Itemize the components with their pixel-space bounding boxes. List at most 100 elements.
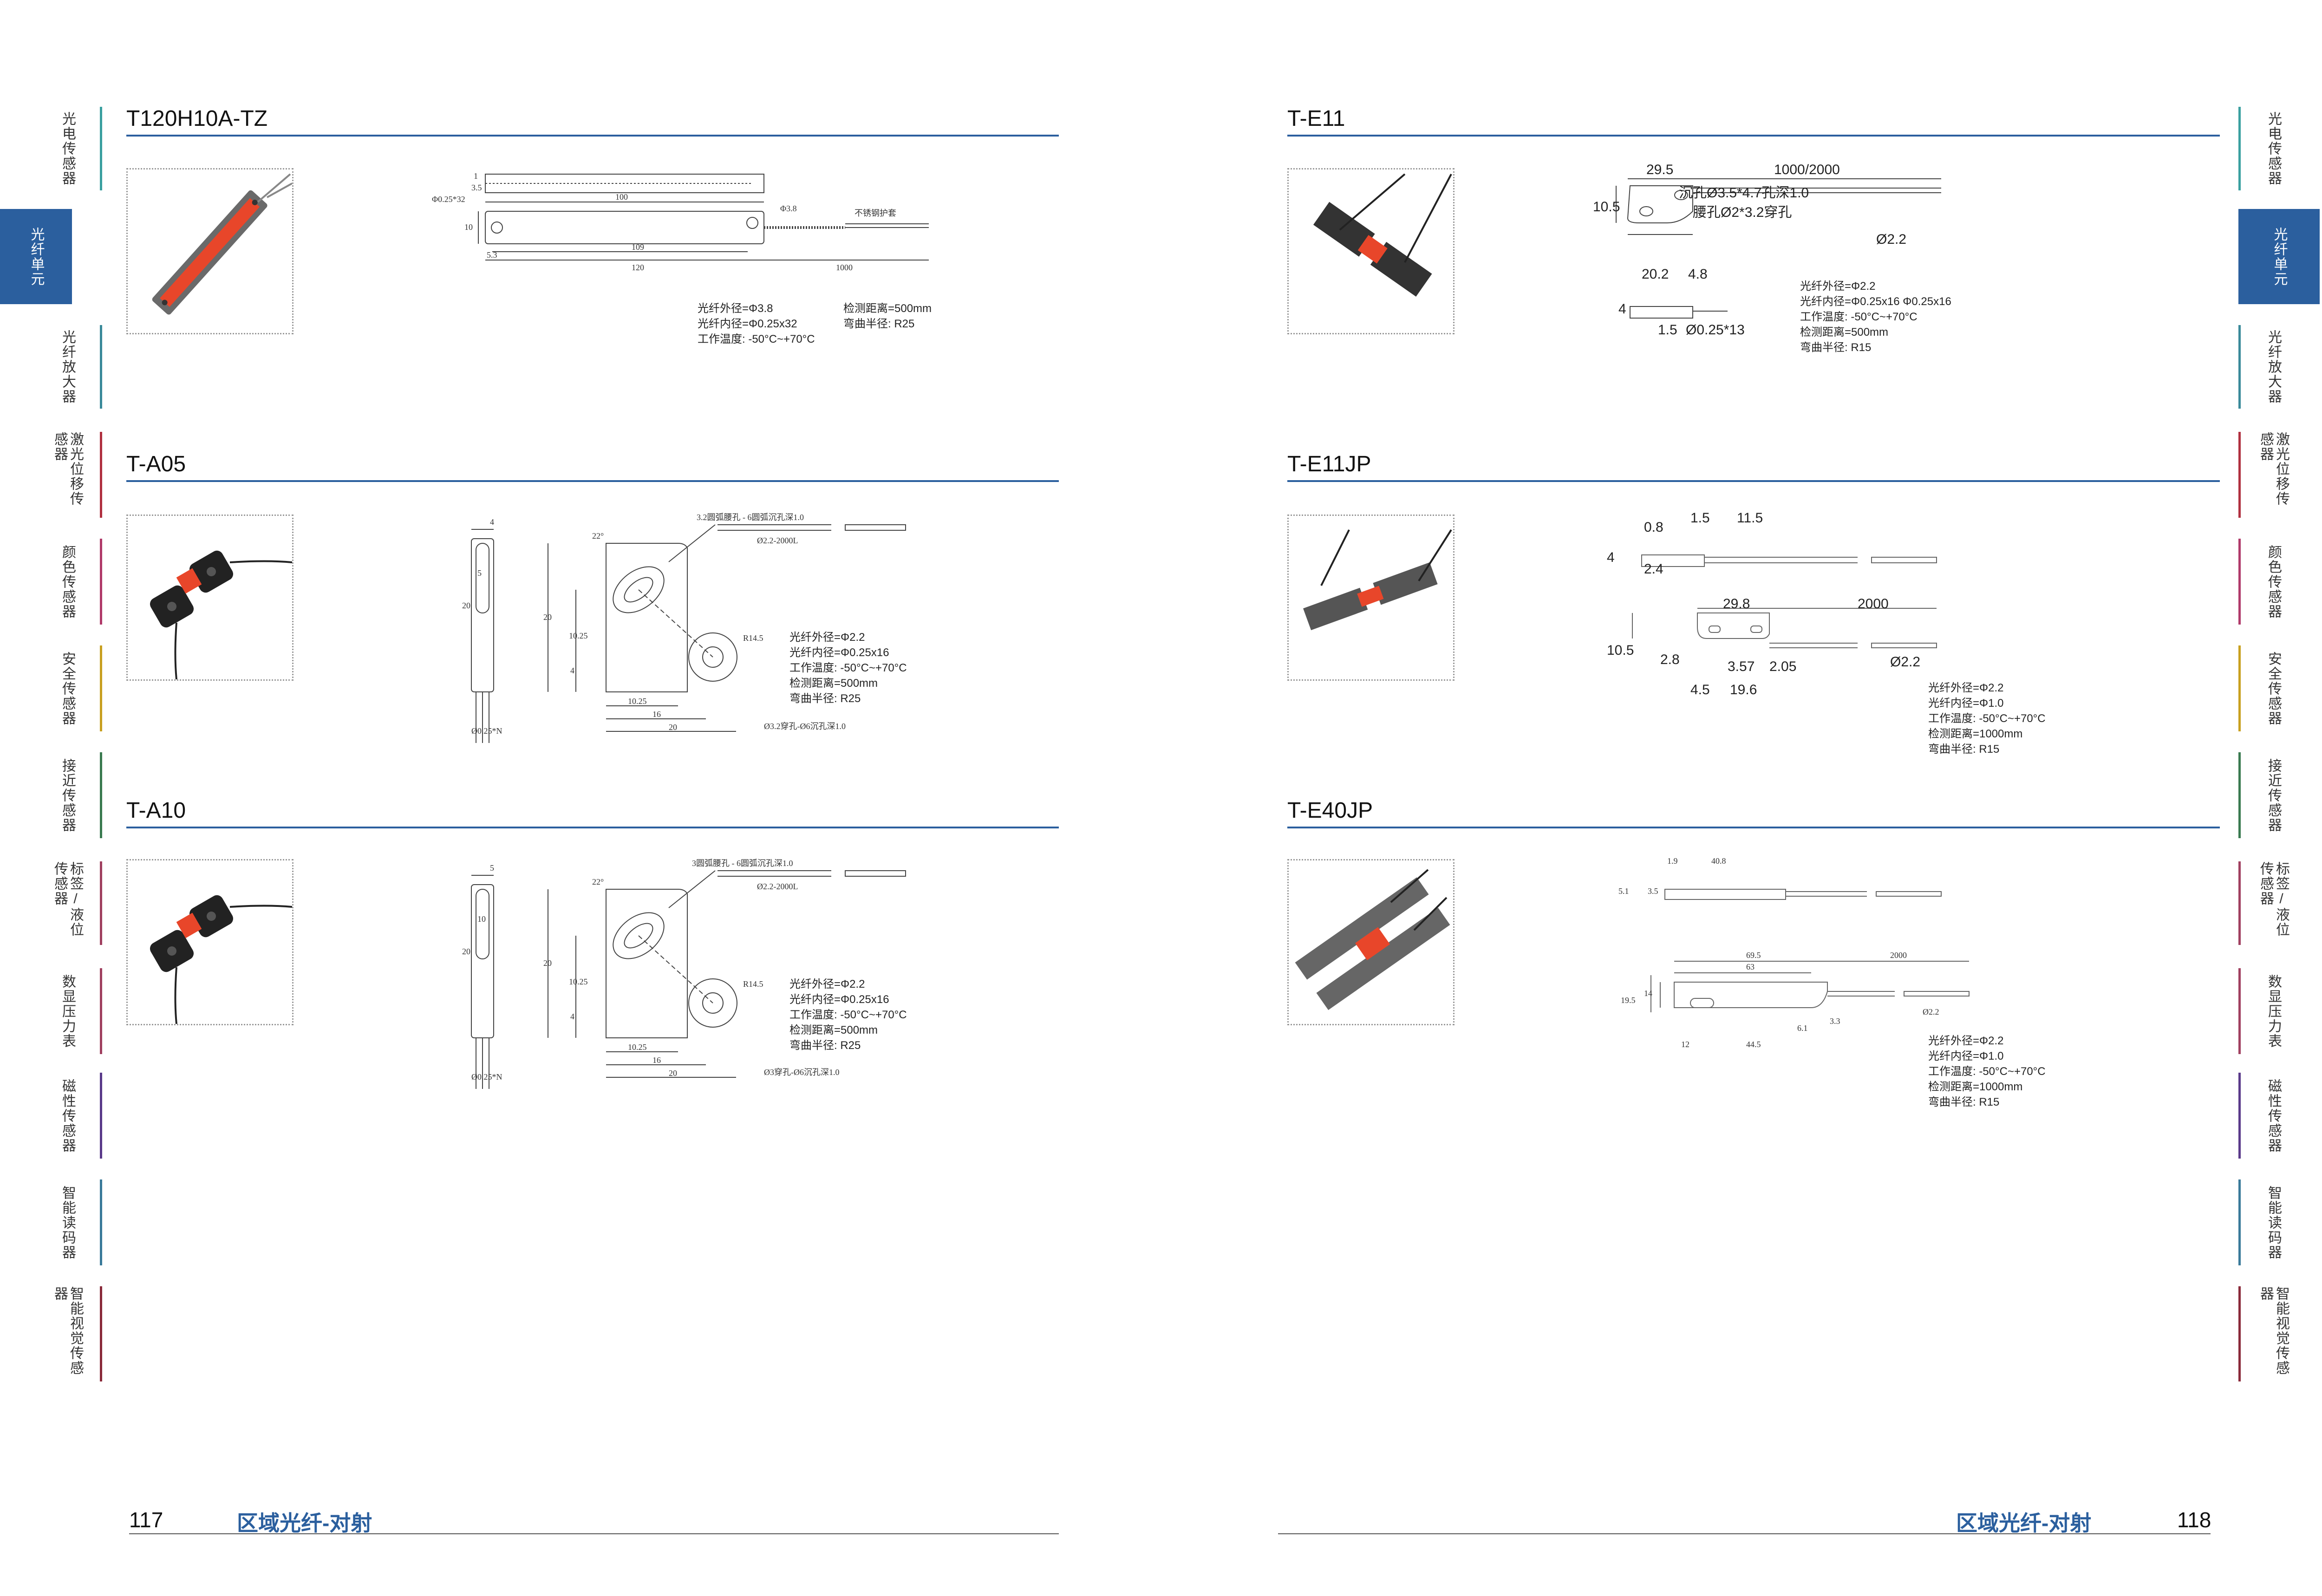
fiber-sensor-image [1313,173,1452,297]
svg-text:1: 1 [474,171,478,181]
svg-text:10: 10 [464,222,473,232]
side-tab-label: 光电传感器 [60,111,75,186]
svg-text:16: 16 [652,710,661,719]
side-tab-7[interactable]: 接近传感器 [2238,752,2308,838]
svg-text:4: 4 [1618,301,1626,317]
side-tab-2[interactable]: 光纤单元 [2238,209,2320,304]
drawing-t-a10: 5 10 20 20 22° 10.25 4 10.25 16 20 R14.5… [427,857,938,1094]
spec-list-t120h10a-tz-2: 检测距离=500mm 弯曲半径: R25 [843,302,932,330]
side-tab-11[interactable]: 智能读码器 [2238,1179,2308,1265]
svg-text:40.8: 40.8 [1711,856,1726,866]
side-tab-label: 安全传感器 [60,651,75,726]
side-tab-label: 颜色传感器 [60,544,75,619]
side-tab-5[interactable]: 颜色传感器 [33,539,102,625]
svg-text:2.4: 2.4 [1644,561,1663,577]
side-tab-10[interactable]: 磁性传感器 [33,1073,102,1159]
side-tab-11[interactable]: 智能读码器 [33,1179,102,1265]
product-photo-t-a10 [126,859,294,1025]
svg-text:1000: 1000 [836,263,853,272]
side-tab-2[interactable]: 光纤单元 [0,209,72,304]
product-photo-t-a05 [126,515,294,681]
svg-text:2.8: 2.8 [1660,652,1680,667]
side-tab-color-bar [2238,861,2241,945]
svg-text:4.5: 4.5 [1690,682,1710,697]
side-tab-4[interactable]: 激光位移传感器 [33,432,102,518]
svg-text:5: 5 [490,863,494,873]
section-rule [126,480,1059,482]
spec-list-t-a10: 光纤外径=Φ2.2 光纤内径=Φ0.25x16 工作温度: -50°C~+70°… [789,978,907,1052]
side-tab-label: 光纤单元 [2271,227,2287,287]
side-tab-color-bar [2238,539,2241,625]
svg-text:Ø2.2-2000L: Ø2.2-2000L [757,882,798,891]
svg-text:2000: 2000 [1858,596,1889,612]
side-tab-9[interactable]: 数显压力表 [33,968,102,1054]
svg-text:10.25: 10.25 [569,977,588,986]
side-tab-color-bar [100,1179,102,1265]
side-tab-4[interactable]: 激光位移传感器 [2238,432,2308,518]
side-tab-10[interactable]: 磁性传感器 [2238,1073,2308,1159]
section-title-t120h10a-tz: T120H10A-TZ [126,106,268,131]
side-tab-12[interactable]: 智能视觉传感器 [2238,1286,2308,1381]
svg-text:12: 12 [1681,1040,1689,1049]
side-tab-color-bar [100,1073,102,1159]
drawing-t-a05: 4 5 20 20 22° 10.25 4 10.25 16 20 R14.5 … [427,511,938,748]
side-tab-color-bar [2238,645,2241,731]
side-tab-label: 安全传感器 [2266,651,2281,726]
side-tab-label: 接近传感器 [60,758,75,833]
side-tab-3[interactable]: 光纤放大器 [33,325,102,409]
drawing-t120h10a-tz: 100 109 120 1000 10 Φ0.25*32 不锈钢护套 5.3 1… [427,163,961,283]
svg-text:4: 4 [570,666,574,675]
side-tab-6[interactable]: 安全传感器 [33,645,102,731]
spec-list-t-e11jp: 光纤外径=Φ2.2 光纤内径=Φ1.0 工作温度: -50°C~+70°C 检测… [1928,682,2046,756]
side-tab-5[interactable]: 颜色传感器 [2238,539,2308,625]
svg-text:Ø2.2: Ø2.2 [1923,1007,1939,1016]
side-tab-9[interactable]: 数显压力表 [2238,968,2308,1054]
section-rule [126,827,1059,828]
svg-text:5: 5 [477,568,482,578]
side-tab-7[interactable]: 接近传感器 [33,752,102,838]
section-rule [126,135,1059,137]
side-tab-8[interactable]: 标签/液位传感器 [2238,861,2308,945]
svg-text:20: 20 [462,601,470,610]
svg-text:69.5: 69.5 [1746,951,1761,960]
fiber-sensor-image [150,895,293,1024]
svg-text:不锈钢护套: 不锈钢护套 [854,208,896,218]
side-tab-color-bar [100,432,102,518]
svg-text:R14.5: R14.5 [743,633,763,643]
svg-text:6.1: 6.1 [1797,1023,1808,1033]
svg-text:11.5: 11.5 [1737,511,1763,526]
product-photo-t-e11jp [1287,515,1455,681]
side-tab-label: 智能读码器 [60,1185,75,1260]
spec-list-t-a05: 光纤外径=Φ2.2 光纤内径=Φ0.25x16 工作温度: -50°C~+70°… [789,631,907,705]
svg-text:20.2: 20.2 [1642,267,1669,282]
side-tab-color-bar [100,861,102,945]
svg-text:腰孔Ø2*3.2穿孔: 腰孔Ø2*3.2穿孔 [1693,205,1792,220]
footer-title-right: 区域光纤-对射 [1956,1511,2092,1535]
svg-text:1.9: 1.9 [1667,856,1678,866]
svg-text:10.25: 10.25 [628,697,647,706]
svg-text:63: 63 [1746,962,1755,971]
footer-rule [1278,1533,2211,1534]
spec-list-t-e40jp: 光纤外径=Φ2.2 光纤内径=Φ1.0 工作温度: -50°C~+70°C 检测… [1928,1035,2046,1108]
page-number-right: 118 [2177,1508,2211,1532]
side-tab-1[interactable]: 光电传感器 [33,107,102,190]
svg-text:Φ0.25*32: Φ0.25*32 [432,195,465,204]
svg-text:20: 20 [543,958,552,968]
side-tab-6[interactable]: 安全传感器 [2238,645,2308,731]
side-tab-label: 智能读码器 [2266,1185,2281,1260]
side-tab-8[interactable]: 标签/液位传感器 [33,861,102,945]
svg-text:10.5: 10.5 [1607,643,1634,658]
side-tab-label: 激光位移传感器 [2258,432,2289,506]
svg-text:10: 10 [477,914,486,924]
side-tab-3[interactable]: 光纤放大器 [2238,325,2308,409]
footer-rule [129,1533,1059,1534]
side-tab-color-bar [2238,1073,2241,1159]
svg-text:3.5: 3.5 [471,183,482,192]
side-tab-12[interactable]: 智能视觉传感器 [33,1286,102,1381]
side-tab-1[interactable]: 光电传感器 [2238,107,2308,190]
footer-title-left: 区域光纤-对射 [237,1511,372,1535]
side-tab-color-bar [2238,752,2241,838]
product-photo-t-e40jp [1287,859,1455,1025]
side-tab-label: 智能视觉传感器 [2258,1286,2289,1375]
drawing-t-e40jp: 1.9 40.8 5.1 3.5 69.5 2000 63 14 19.5 Ø2… [1607,850,2006,1054]
